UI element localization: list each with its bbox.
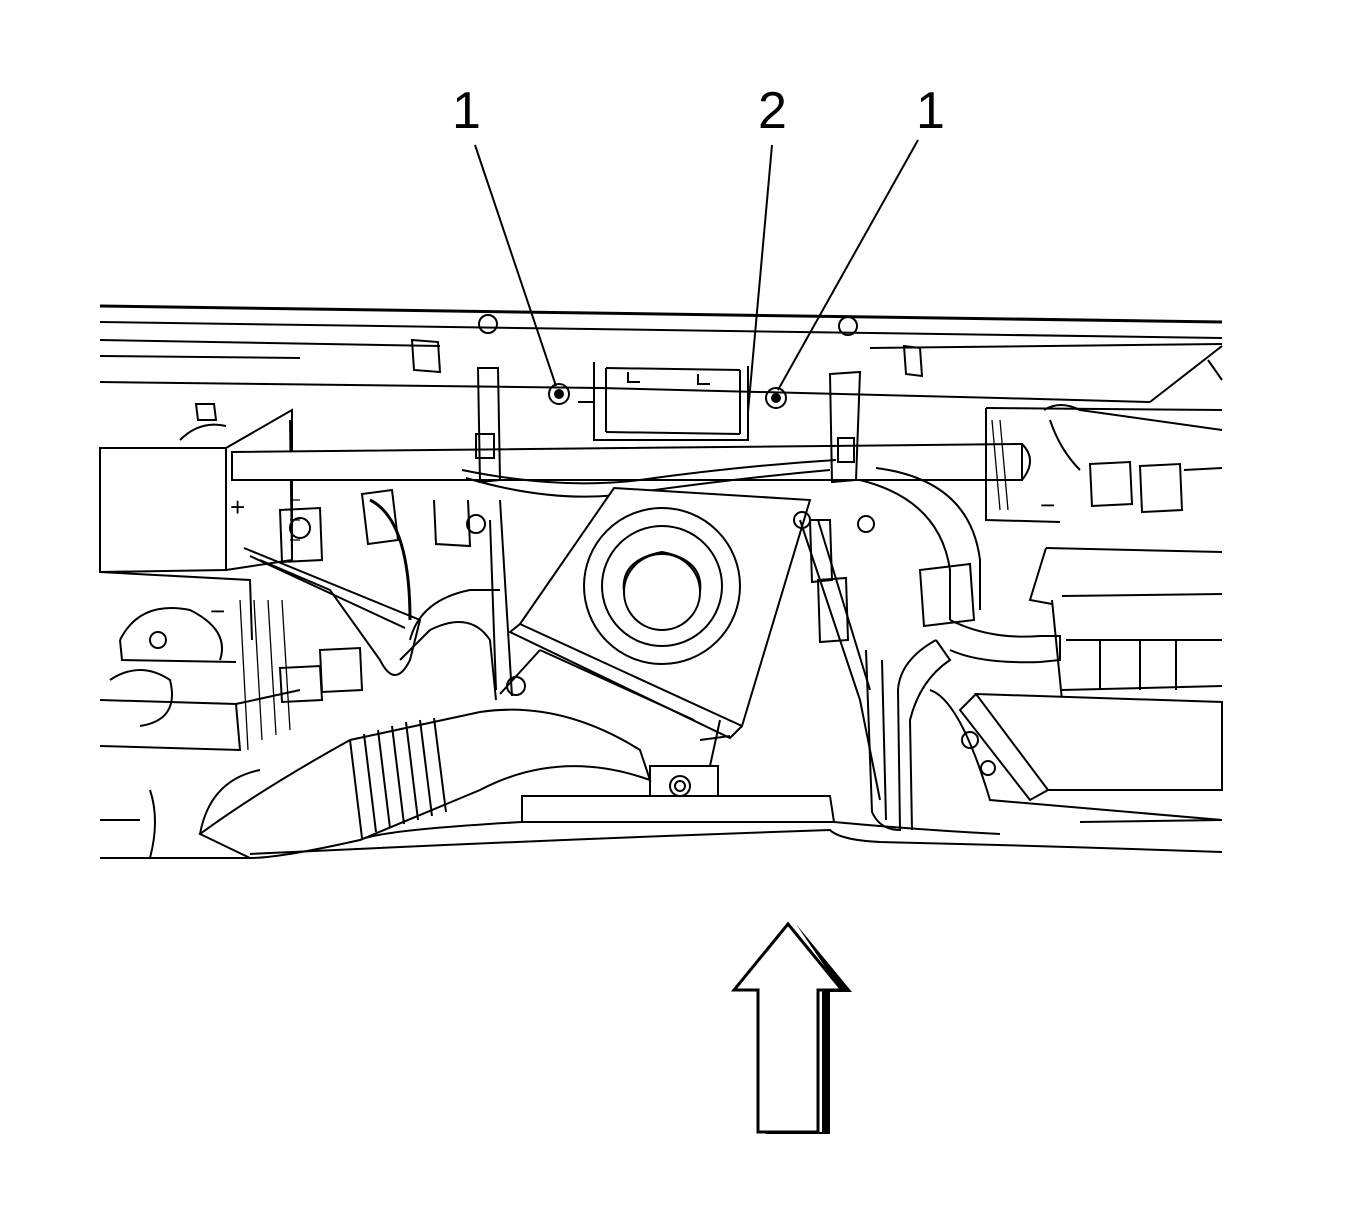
leader-line-1-left bbox=[474, 144, 557, 387]
leader-line-2 bbox=[747, 144, 773, 413]
battery-minus-symbol-left: − bbox=[210, 596, 225, 626]
battery-plus-symbol: + bbox=[230, 492, 245, 522]
center-bracket bbox=[578, 362, 749, 441]
left-harness bbox=[243, 488, 500, 704]
heater-hoses bbox=[793, 467, 1061, 832]
callout-1-left: 1 bbox=[452, 82, 481, 140]
battery-minus-symbol-right: − bbox=[1040, 490, 1055, 520]
cowl-panel bbox=[99, 304, 1223, 403]
fastener-holes bbox=[548, 383, 787, 409]
leader-line-1-right bbox=[777, 139, 919, 391]
view-direction-arrow bbox=[730, 921, 852, 1134]
callout-2: 2 bbox=[758, 82, 787, 140]
lower-panel bbox=[100, 821, 1223, 859]
right-battery bbox=[929, 404, 1223, 823]
air-intake-hose bbox=[100, 621, 652, 860]
cross-harness-tube bbox=[231, 367, 1031, 498]
blower-motor-housing bbox=[489, 486, 812, 740]
callout-leaders bbox=[474, 139, 919, 413]
callout-1-right: 1 bbox=[916, 82, 945, 140]
